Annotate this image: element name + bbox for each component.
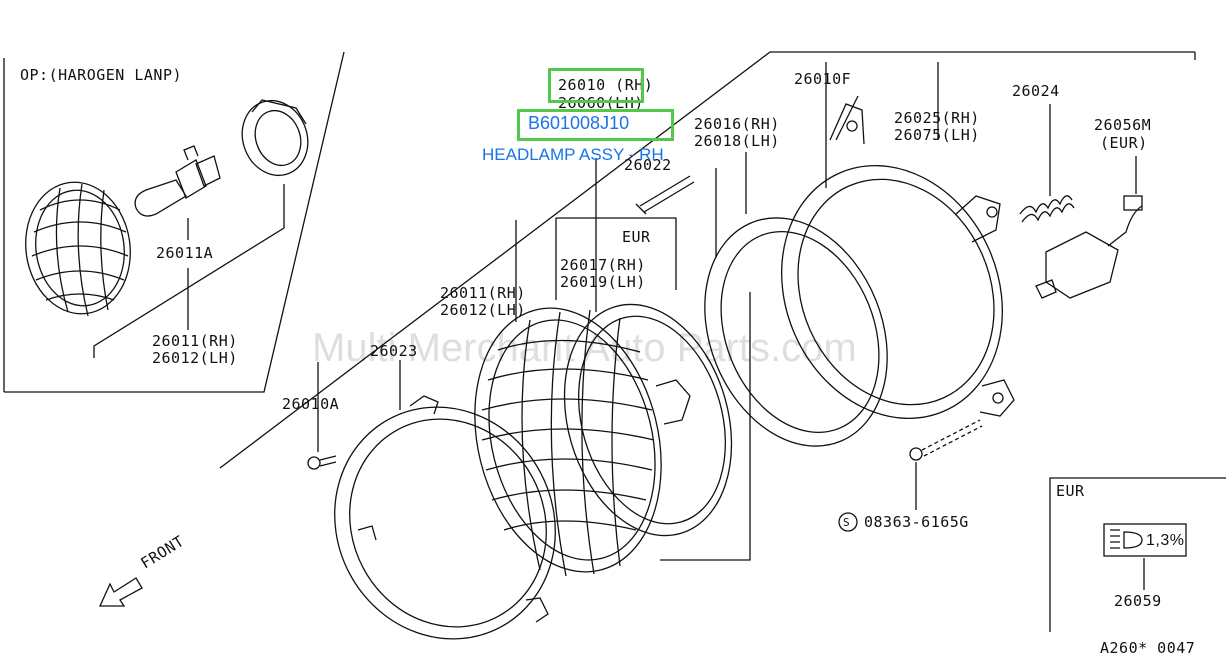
option-label: OP:(HAROGEN LANP) bbox=[20, 66, 183, 84]
callout-26016-rh: 26016(RH) bbox=[694, 115, 780, 133]
front-arrow bbox=[98, 577, 143, 607]
callout-eur-paren: (EUR) bbox=[1100, 134, 1148, 152]
callout-26011a: 26011A bbox=[156, 244, 214, 262]
callout-26011-rh-inset: 26011(RH) bbox=[152, 332, 238, 350]
headlamp-housing bbox=[781, 103, 1015, 419]
inset-bulb bbox=[134, 145, 221, 217]
level-label bbox=[1103, 523, 1187, 557]
mounting-ring bbox=[563, 303, 733, 537]
screw-26022 bbox=[635, 175, 695, 215]
part-number[interactable]: B601008J10 bbox=[528, 113, 630, 133]
callout-26017-rh: 26017(RH) bbox=[560, 256, 646, 274]
callout-26012-lh: 26012(LH) bbox=[440, 301, 526, 319]
callout-26056m: 26056M bbox=[1094, 116, 1152, 134]
callout-26022: 26022 bbox=[624, 156, 672, 174]
callout-26025-rh: 26025(RH) bbox=[894, 109, 980, 127]
screw-26010a bbox=[307, 455, 337, 470]
leveling-motor bbox=[1035, 195, 1143, 299]
sealed-beam-lens bbox=[474, 307, 662, 577]
main-frame bbox=[219, 51, 1195, 469]
callout-26018-lh: 26018(LH) bbox=[694, 132, 780, 150]
callout-26019-lh: 26019(LH) bbox=[560, 273, 646, 291]
callout-26060-lh: 26060(LH) bbox=[558, 94, 644, 112]
level-value: 1,3% bbox=[1146, 532, 1185, 549]
callout-08363-6165g: 08363-6165G bbox=[864, 513, 969, 531]
eur-box-frame bbox=[1049, 477, 1226, 632]
eur-box-label: EUR bbox=[1056, 482, 1085, 500]
part-description: HEADLAMP ASSY - RH bbox=[482, 145, 664, 164]
diagram-code: A260* 0047 bbox=[1100, 639, 1196, 657]
s-symbol: S bbox=[843, 516, 851, 529]
adjusting-ring bbox=[704, 217, 888, 447]
highlight-box-part-number[interactable] bbox=[517, 109, 674, 141]
retaining-rim bbox=[334, 395, 556, 640]
callout-26023: 26023 bbox=[370, 342, 418, 360]
callout-eur-main: EUR bbox=[622, 228, 651, 246]
adjusting-spring bbox=[1019, 195, 1075, 223]
callout-26024: 26024 bbox=[1012, 82, 1060, 100]
inset-sealed-beam bbox=[25, 181, 131, 317]
watermark: Multi Merchant Auto Parts.com bbox=[312, 326, 857, 370]
callout-26059: 26059 bbox=[1114, 592, 1162, 610]
callout-26075-lh: 26075(LH) bbox=[894, 126, 980, 144]
callout-26010a: 26010A bbox=[282, 395, 340, 413]
callout-26010f: 26010F bbox=[794, 70, 852, 88]
callout-26012-lh-inset: 26012(LH) bbox=[152, 349, 238, 367]
bolt-08363 bbox=[909, 419, 983, 461]
callout-26011-rh: 26011(RH) bbox=[440, 284, 526, 302]
inset-retaining-ring bbox=[241, 99, 309, 176]
highlight-box-26010[interactable] bbox=[548, 68, 644, 103]
